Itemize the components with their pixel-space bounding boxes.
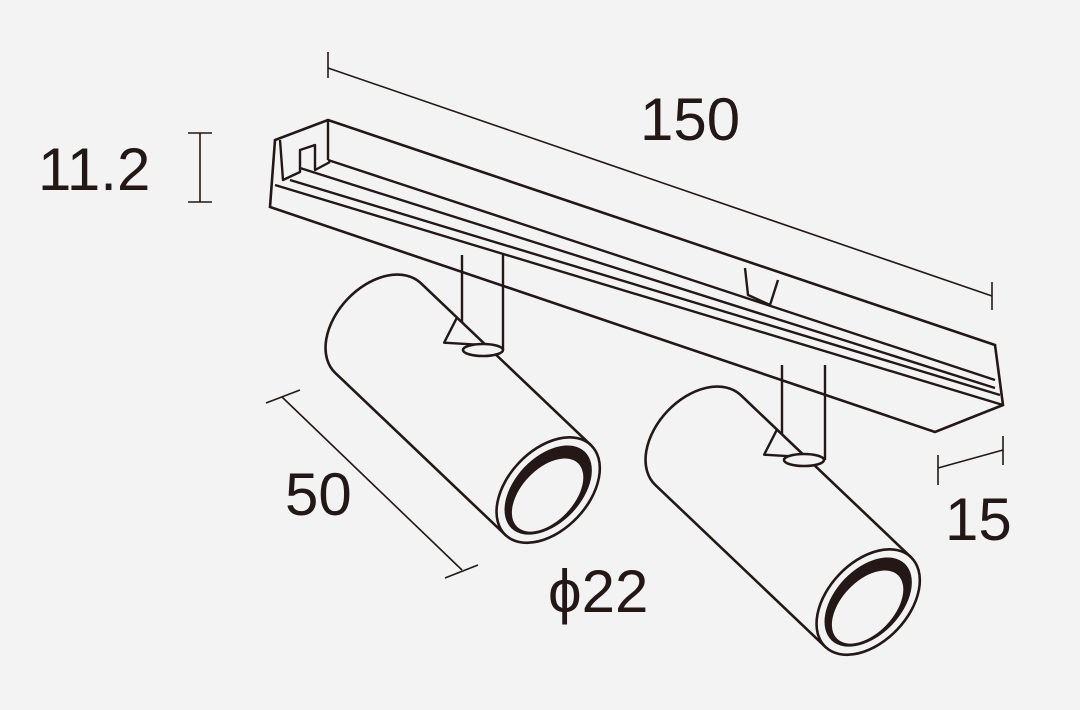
dimension-width-label: 15 [945, 486, 1012, 553]
dimension-line-width [937, 436, 1004, 485]
stem-2 [780, 365, 827, 460]
dimension-height-label: 11.2 [38, 136, 151, 203]
stem-base-1 [461, 342, 505, 358]
dimension-line-spot-length [265, 389, 479, 579]
dimension-spot-length-label: 50 [285, 461, 352, 528]
stem-1 [460, 255, 505, 350]
dimension-line-length [327, 52, 993, 310]
stem-base-2 [782, 452, 826, 468]
spotlight-1 [324, 273, 602, 545]
dimension-length-label: 150 [640, 86, 741, 153]
dimension-line-height [188, 132, 212, 203]
track-rail [268, 118, 1005, 434]
spotlight-2 [644, 385, 922, 657]
dimension-diameter-label: ϕ22 [548, 558, 649, 625]
